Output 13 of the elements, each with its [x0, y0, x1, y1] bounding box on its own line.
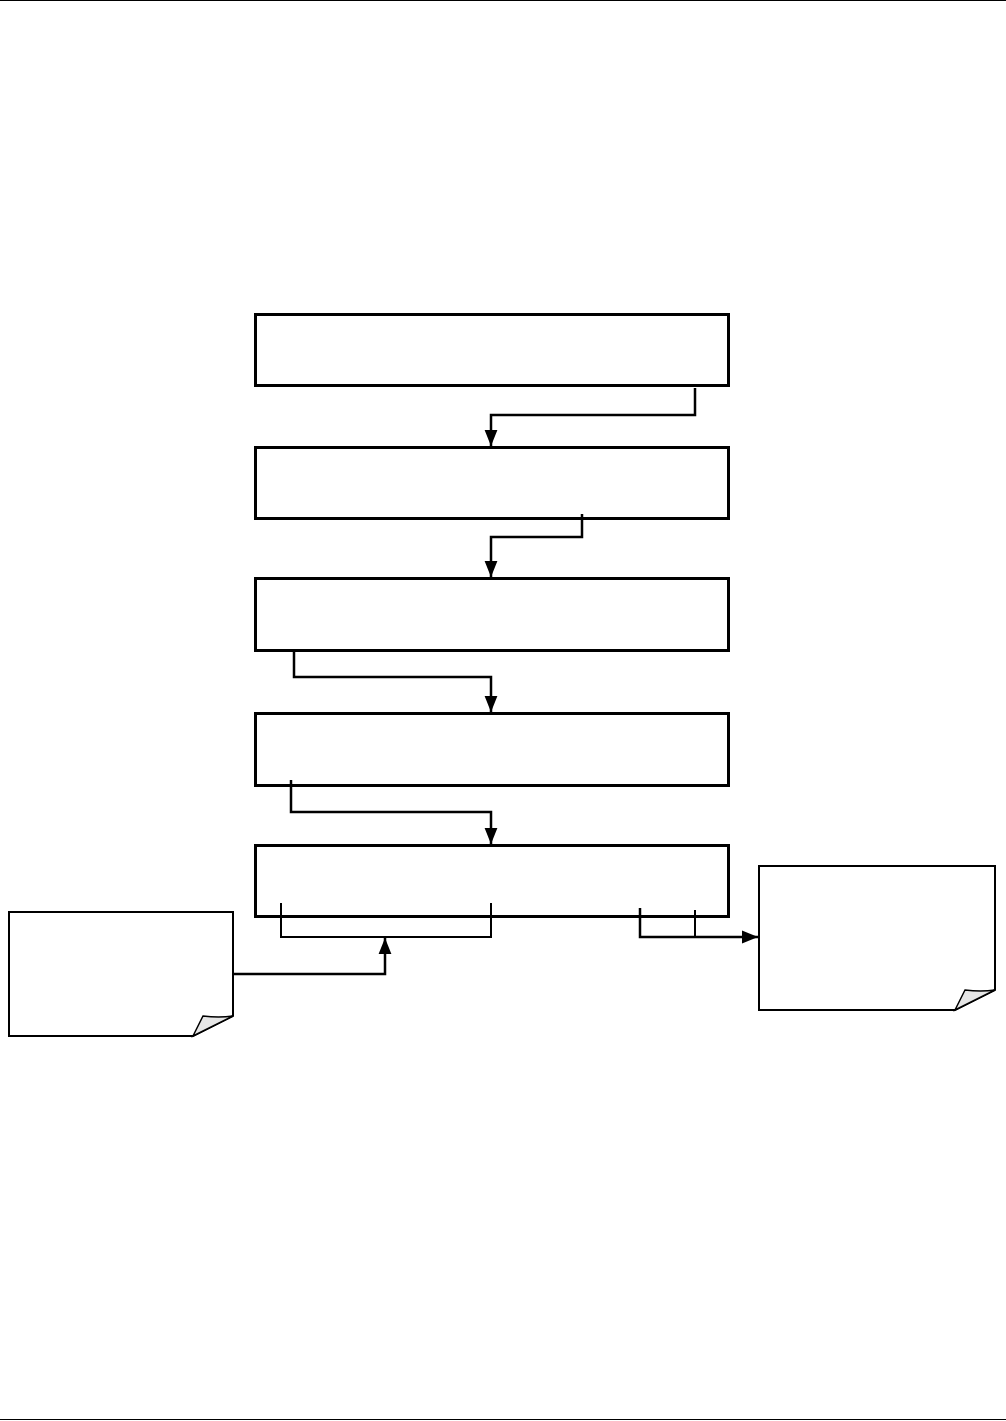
- arrow: [484, 514, 584, 577]
- arrow: [292, 652, 498, 712]
- arrow: [289, 780, 498, 844]
- process-box: [254, 577, 730, 652]
- arrow: [638, 908, 758, 944]
- arrow: [484, 388, 697, 446]
- arrow: [234, 938, 392, 976]
- process-box: [254, 844, 730, 918]
- document-shape: [8, 911, 234, 1037]
- process-box: [254, 446, 730, 520]
- document-shape: [758, 865, 996, 1011]
- process-box: [254, 313, 730, 387]
- process-box: [254, 712, 730, 787]
